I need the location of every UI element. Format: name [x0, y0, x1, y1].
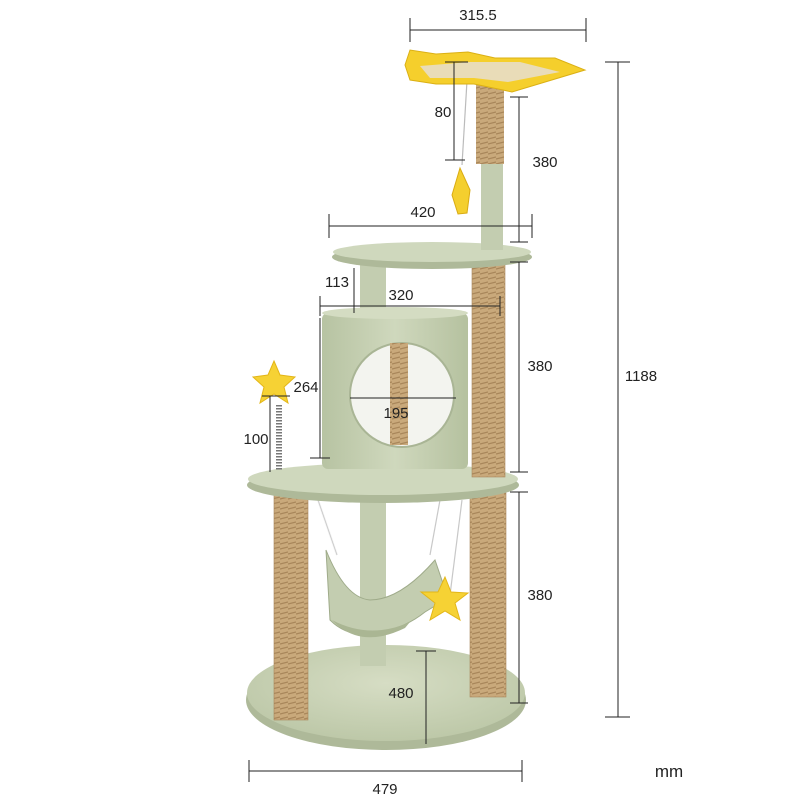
dim-upper-platform-width: 420: [410, 204, 435, 221]
top-perch: [404, 49, 587, 93]
hammock: [317, 499, 463, 638]
dimension-lines: [248, 18, 630, 782]
sisal-post-lower-right: [469, 481, 507, 698]
dim-top-height: 380: [532, 154, 557, 171]
dim-spring-toy-height: 100: [243, 431, 268, 448]
unit-label: mm: [655, 762, 683, 781]
star-toy-hammock: [419, 575, 470, 622]
dim-entrance-diameter: 195: [383, 405, 408, 422]
center-pole-top: [481, 160, 503, 250]
dim-condo-width: 320: [388, 287, 413, 304]
lower-platform: [247, 463, 519, 503]
center-pole-lower: [360, 498, 386, 666]
dim-base-gap: 480: [388, 685, 413, 702]
condo: [322, 307, 468, 469]
sisal-post-lower-left: [273, 494, 309, 721]
dangling-toy: [451, 63, 471, 215]
spring-toy: [251, 359, 297, 470]
dim-gap-upper: 113: [325, 274, 349, 291]
dim-base-width: 479: [372, 781, 397, 798]
dim-condo-height: 264: [293, 379, 318, 396]
star-toy-spring: [251, 359, 297, 405]
base-platform: [246, 645, 526, 750]
dim-total-height: 1188: [625, 368, 657, 385]
dim-toy-drop: 80: [435, 104, 452, 121]
dim-lower-height: 380: [527, 587, 552, 604]
dim-top-perch-width: 315.5: [459, 7, 497, 24]
sisal-post-middle-right: [471, 254, 506, 478]
dim-middle-height: 380: [527, 358, 552, 375]
